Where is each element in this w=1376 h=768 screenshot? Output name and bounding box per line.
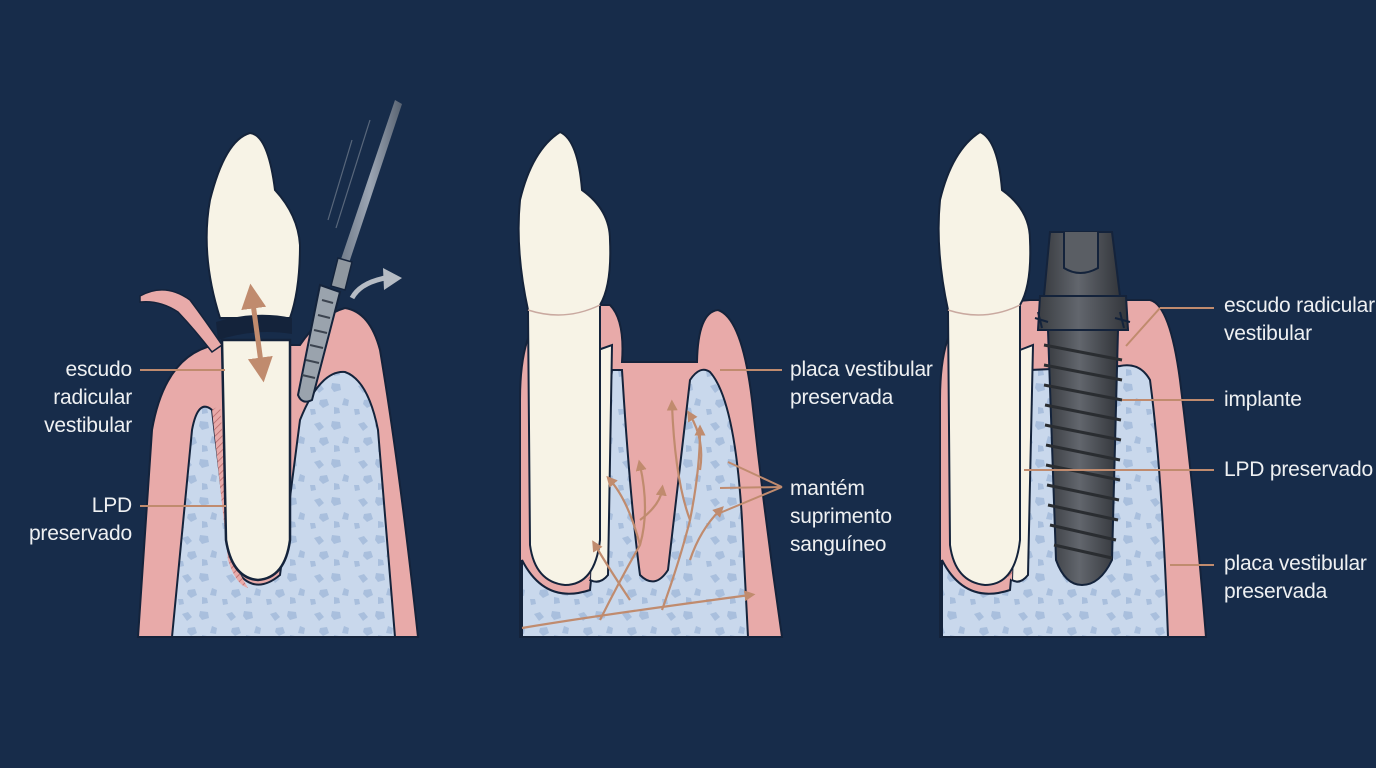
tooth-crown — [205, 131, 302, 319]
leader-blood-supply — [714, 461, 783, 516]
label-plate-panel3: placa vestibular preservada — [1224, 552, 1367, 603]
label-pdl-panel3: LPD preservado — [1224, 458, 1373, 481]
extraction-double-arrow — [241, 283, 273, 383]
dental-implant — [1036, 231, 1130, 587]
leaders-panel-3 — [1024, 307, 1214, 566]
label-pdl-panel1: LPD preservado — [28, 494, 132, 545]
panel-2-socket-preservation — [517, 130, 784, 638]
suture-marks — [1034, 311, 1131, 329]
alveolar-bone — [170, 370, 397, 638]
tooth-root — [220, 338, 292, 582]
label-plate-panel2: placa vestibular preservada — [790, 358, 933, 409]
rotation-arrow — [349, 275, 386, 300]
gum-flap — [139, 289, 224, 354]
shield-hatched-layer — [212, 405, 248, 588]
blood-vessels — [521, 399, 756, 630]
label-shield-panel3: escudo radicular vestibular — [1224, 294, 1375, 345]
label-shield-panel1: escudo radicular vestibular — [44, 358, 132, 437]
label-implant: implante — [1224, 388, 1302, 411]
tooth — [517, 130, 612, 587]
panel-1-extraction-shield — [136, 100, 420, 638]
tooth — [937, 130, 1032, 587]
label-blood-supply: mantém suprimento sanguíneo — [790, 477, 892, 556]
panel-3-implant — [937, 130, 1214, 638]
alveolar-bone — [521, 368, 750, 638]
dental-bur-instrument — [296, 100, 402, 403]
